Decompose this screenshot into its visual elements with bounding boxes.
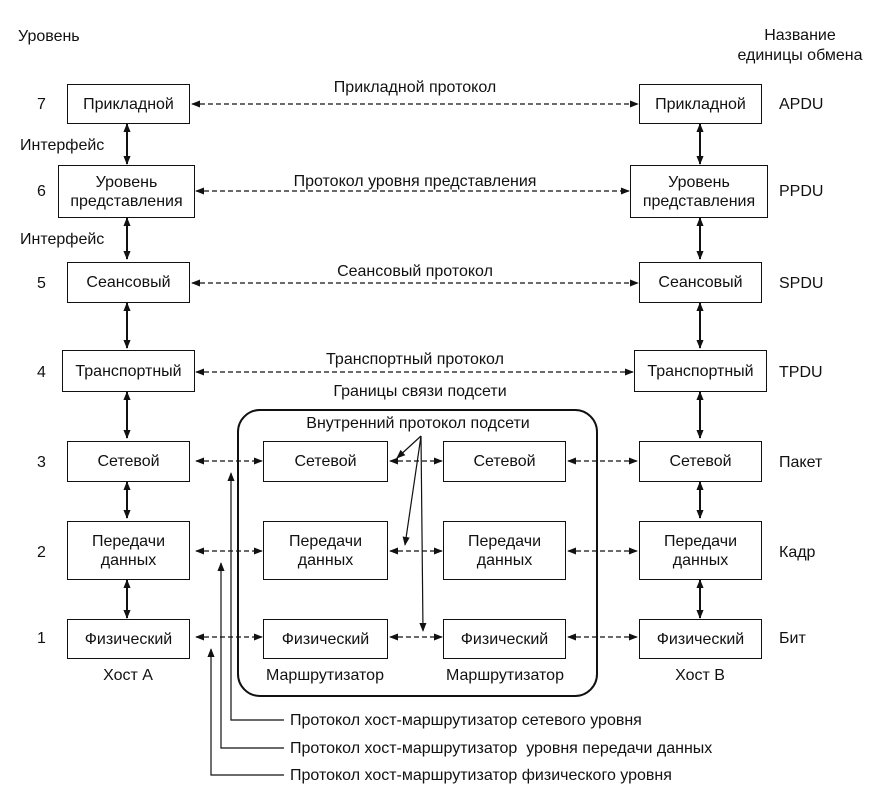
internal-protocol-label: Внутренний протокол подсети [306, 415, 530, 432]
unit-header-line2: единицы обмена [737, 47, 863, 64]
unit-name: SPDU [779, 275, 824, 292]
interface-label: Интерфейс [20, 137, 105, 154]
host-router-datalink-caption: Протокол хост-маршрутизатор уровня перед… [290, 740, 713, 757]
router-2-label: Маршрутизатор [446, 667, 564, 684]
host-b-label: Хост B [675, 667, 725, 684]
subnet-boundary-label: Границы связи подсети [333, 383, 507, 400]
host-router-network-caption: Протокол хост-маршрутизатор сетевого уро… [290, 712, 642, 729]
unit-name: APDU [779, 96, 824, 113]
level-number: 6 [37, 183, 46, 200]
host-b-physical-layer: Физический [639, 619, 762, 659]
router-2-network-layer: Сетевой [443, 441, 566, 482]
unit-header-line1: Название [764, 27, 836, 44]
level-number: 7 [37, 96, 46, 113]
unit-name: PPDU [779, 183, 824, 200]
host-b-session-layer: Сеансовый [639, 262, 762, 303]
session-protocol-label: Сеансовый протокол [337, 263, 493, 280]
host-a-label: Хост A [103, 667, 153, 684]
host-a-session-layer: Сеансовый [67, 262, 190, 303]
router-2-physical-layer: Физический [443, 619, 566, 659]
host-router-physical-caption: Протокол хост-маршрутизатор физического … [290, 767, 672, 784]
level-header: Уровень [18, 28, 80, 45]
host-b-application-layer: Прикладной [639, 84, 762, 124]
host-a-network-layer: Сетевой [67, 441, 190, 482]
router-1-network-layer: Сетевой [263, 441, 388, 482]
application-protocol-label: Прикладной протокол [333, 79, 497, 96]
host-a-physical-layer: Физический [67, 619, 190, 659]
host-a-application-layer: Прикладной [67, 84, 190, 124]
peer-protocol-arrows [191, 100, 639, 376]
level-number: 2 [37, 544, 46, 561]
level-number: 3 [37, 454, 46, 471]
subnet-protocol-arrows [195, 457, 638, 641]
level-number: 5 [37, 275, 46, 292]
host-router-leaders [207, 472, 284, 776]
host-b-transport-layer: Транспортный [634, 350, 767, 392]
presentation-protocol-label: Протокол уровня представления [293, 173, 537, 190]
host-b-network-layer: Сетевой [639, 441, 762, 482]
level-number: 1 [37, 630, 46, 647]
unit-name: Кадр [779, 544, 816, 561]
internal-protocol-pointers [396, 435, 427, 632]
unit-name: TPDU [779, 364, 823, 381]
unit-name: Бит [779, 630, 806, 647]
host-a-transport-layer: Транспортный [62, 350, 195, 392]
interface-label: Интерфейс [20, 231, 105, 248]
transport-protocol-label: Транспортный протокол [326, 351, 504, 368]
unit-name: Пакет [779, 454, 823, 471]
router-1-label: Маршрутизатор [266, 667, 384, 684]
level-number: 4 [37, 364, 46, 381]
router-1-physical-layer: Физический [263, 619, 388, 659]
